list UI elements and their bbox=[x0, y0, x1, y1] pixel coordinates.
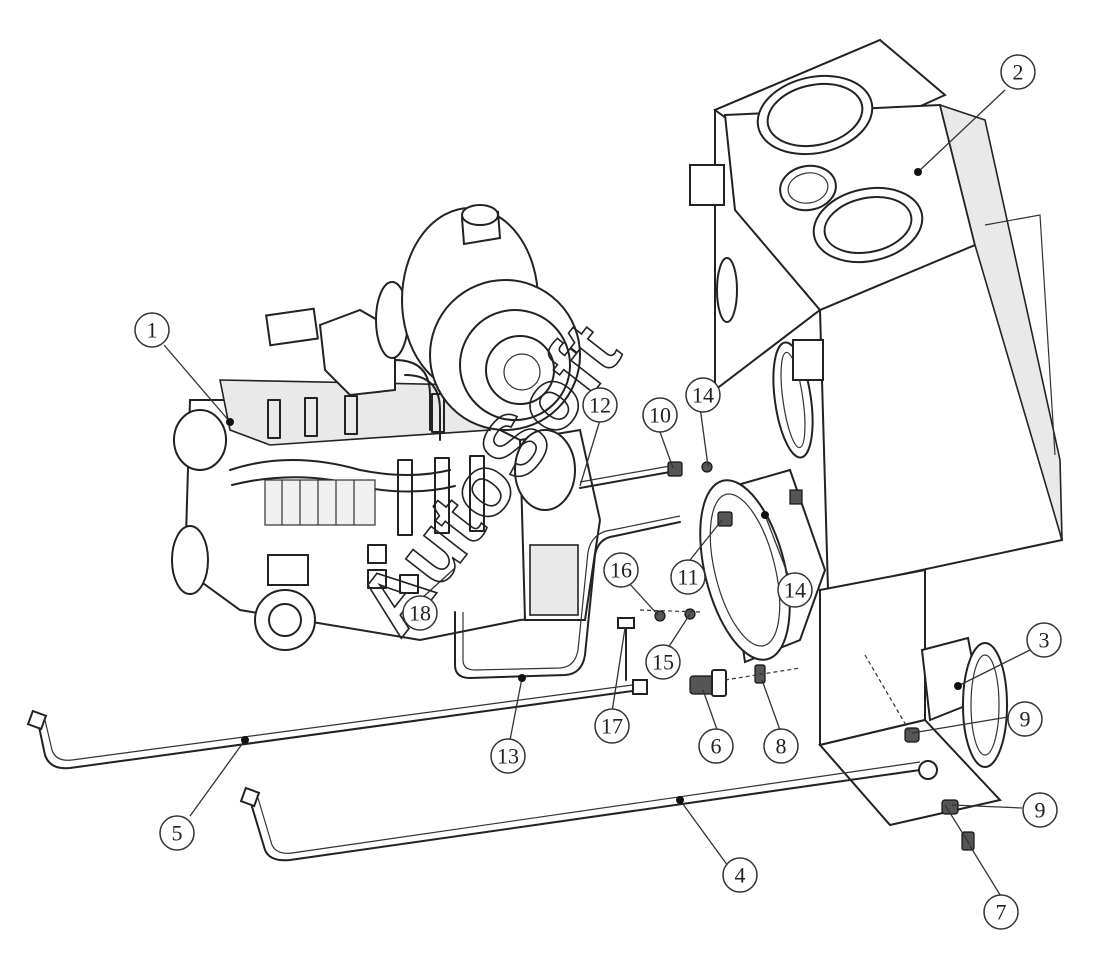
leader-lines bbox=[163, 89, 1031, 899]
callout-label-9-upper: 9 bbox=[1020, 707, 1031, 732]
callout-label-1: 1 bbox=[147, 318, 158, 343]
callout-4: 4 bbox=[722, 857, 758, 893]
callout-label-6: 6 bbox=[711, 734, 722, 759]
callout-label-14-lower: 14 bbox=[784, 578, 806, 603]
callout-label-5: 5 bbox=[172, 821, 183, 846]
callout-label-8: 8 bbox=[776, 734, 787, 759]
callout-11: 11 bbox=[670, 559, 706, 595]
callout-1: 1 bbox=[134, 312, 170, 348]
callout-14-lower: 14 bbox=[777, 572, 813, 608]
pipe-12 bbox=[579, 465, 671, 489]
callout-5: 5 bbox=[159, 815, 195, 851]
callout-label-11: 11 bbox=[677, 565, 698, 590]
callout-14-upper: 14 bbox=[685, 377, 721, 413]
callout-label-17: 17 bbox=[601, 714, 623, 739]
pipe-13 bbox=[454, 515, 681, 679]
callouts: 1 2 3 4 5 6 7 8 bbox=[134, 54, 1062, 930]
engine-assembly bbox=[171, 204, 602, 651]
callout-2: 2 bbox=[1000, 54, 1036, 90]
callout-13: 13 bbox=[490, 738, 526, 774]
callout-8: 8 bbox=[763, 728, 799, 764]
callout-18: 18 bbox=[402, 595, 438, 631]
fittings bbox=[617, 461, 975, 851]
outlet-elbow bbox=[920, 636, 1008, 768]
radiator-housing bbox=[689, 38, 1064, 827]
callout-label-14-upper: 14 bbox=[692, 383, 714, 408]
callout-label-3: 3 bbox=[1039, 628, 1050, 653]
callout-17: 17 bbox=[594, 708, 630, 744]
callout-label-18: 18 bbox=[409, 601, 431, 626]
callout-label-2: 2 bbox=[1013, 60, 1024, 85]
pipe-5 bbox=[26, 679, 648, 770]
callout-10: 10 bbox=[642, 397, 678, 433]
flange-adapter bbox=[699, 468, 827, 664]
callout-15: 15 bbox=[645, 644, 681, 680]
callout-label-12: 12 bbox=[589, 393, 611, 418]
callout-label-4: 4 bbox=[735, 863, 746, 888]
callout-label-10: 10 bbox=[649, 403, 671, 428]
callout-6: 6 bbox=[698, 728, 734, 764]
callout-label-9-lower: 9 bbox=[1035, 798, 1046, 823]
callout-9-upper: 9 bbox=[1007, 701, 1043, 737]
callout-7: 7 bbox=[983, 894, 1019, 930]
callout-3: 3 bbox=[1026, 622, 1062, 658]
callout-label-16: 16 bbox=[610, 558, 632, 583]
callout-label-15: 15 bbox=[652, 650, 674, 675]
pipe-4 bbox=[239, 761, 921, 862]
callout-16: 16 bbox=[603, 552, 639, 588]
callout-12: 12 bbox=[582, 387, 618, 423]
callout-label-7: 7 bbox=[996, 900, 1007, 925]
callout-label-13: 13 bbox=[497, 744, 519, 769]
callout-9-lower: 9 bbox=[1022, 792, 1058, 828]
leader-dots bbox=[226, 168, 962, 804]
